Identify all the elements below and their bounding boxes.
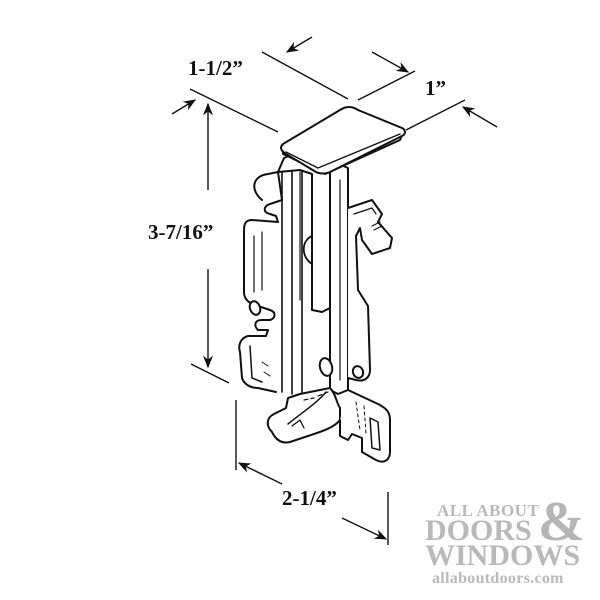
top-cap [280, 106, 406, 175]
watermark-line-all-about: ALL ABOUT [437, 501, 540, 520]
latch-foot [266, 387, 341, 444]
dimension-label-base-width: 2-1/4” [282, 486, 337, 510]
ext-line-width-right [261, 51, 349, 100]
spring-clip [347, 199, 393, 382]
ext-line-height-bottom [190, 363, 230, 384]
left-bracket-plate [238, 171, 283, 393]
center-mount-hole [318, 357, 334, 377]
central-column [281, 167, 303, 397]
arrow-depth-top [371, 51, 410, 73]
mount-hole-left [248, 300, 262, 316]
arrow-width-left [171, 99, 197, 115]
latch-clip-part [238, 106, 406, 463]
watermark-line-doors: DOORS [425, 514, 532, 547]
arrow-depth-bottom [461, 106, 498, 128]
watermark-line-windows: WINDOWS [425, 539, 581, 572]
arrow-base-left [237, 462, 283, 485]
dimension-label-height: 3-7/16” [148, 220, 214, 244]
arrow-base-right [341, 517, 388, 540]
dimension-label-width: 1-1/2” [188, 56, 243, 80]
mount-hole-right [351, 365, 365, 379]
ext-line-depth-right [405, 99, 466, 131]
ext-line-depth-left [357, 70, 416, 101]
watermark-url: allaboutdoors.com [432, 570, 564, 587]
dimension-lines [171, 36, 498, 545]
ext-line-width-left [189, 88, 279, 133]
right-column [329, 159, 349, 395]
arrow-width-right [285, 36, 313, 53]
watermark-ampersand: & [538, 491, 585, 553]
dimension-label-depth: 1” [425, 76, 446, 100]
center-notch [302, 235, 313, 265]
